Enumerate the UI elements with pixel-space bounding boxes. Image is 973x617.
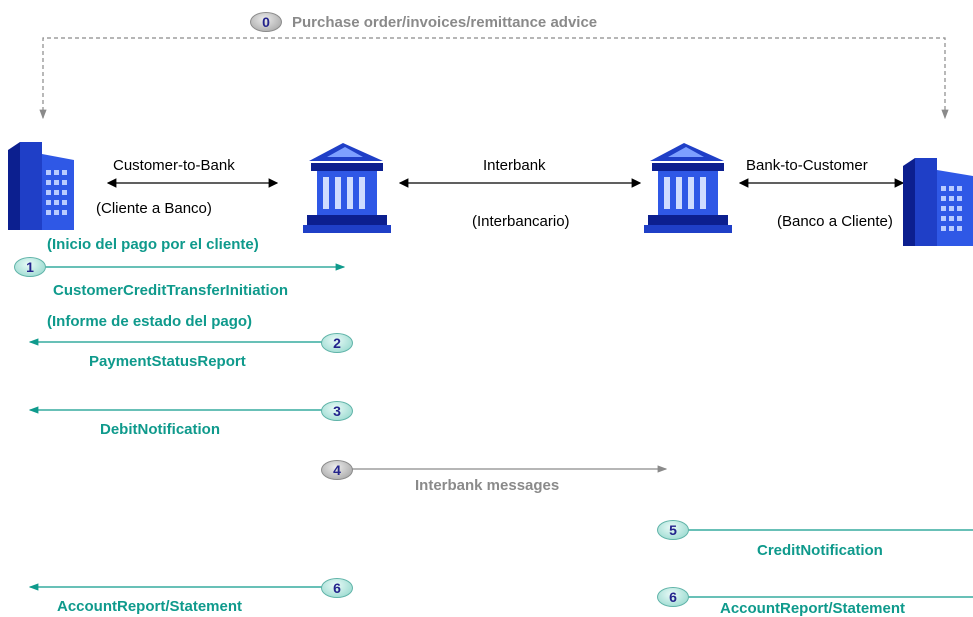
step-6-badge-right: 6	[657, 587, 689, 607]
msg1-note: (Inicio del pago por el cliente)	[47, 236, 259, 253]
purchase-order-dashed-line	[39, 37, 949, 120]
purchase-order-label: Purchase order/invoices/remittance advic…	[292, 14, 598, 31]
bank-building-icon	[303, 143, 391, 233]
step-2-badge: 2	[321, 333, 353, 353]
msg6-left-label: AccountReport/Statement	[57, 598, 243, 615]
step-0-badge: 0	[250, 12, 282, 32]
msg1-label: CustomerCreditTransferInitiation	[53, 282, 289, 299]
interbank-subtitle: (Interbancario)	[472, 213, 570, 230]
c2b-title: Customer-to-Bank	[113, 157, 235, 174]
msg6-right-label: AccountReport/Statement	[720, 600, 906, 617]
step-1-badge: 1	[14, 257, 46, 277]
step-6-badge-left: 6	[321, 578, 353, 598]
b2c-subtitle: (Banco a Cliente)	[777, 213, 893, 230]
office-building-icon	[903, 158, 973, 246]
msg3-label: DebitNotification	[100, 421, 220, 438]
bank-building-icon	[644, 143, 732, 233]
step-4-badge: 4	[321, 460, 353, 480]
msg2-label: PaymentStatusReport	[89, 353, 246, 370]
interbank-title: Interbank	[483, 157, 546, 174]
c2b-subtitle: (Cliente a Banco)	[96, 200, 212, 217]
b2c-title: Bank-to-Customer	[746, 157, 868, 174]
step-5-badge: 5	[657, 520, 689, 540]
msg4-label: Interbank messages	[415, 477, 560, 494]
step-3-badge: 3	[321, 401, 353, 421]
office-building-icon	[8, 142, 74, 230]
msg2-note: (Informe de estado del pago)	[47, 313, 253, 330]
msg5-label: CreditNotification	[757, 542, 883, 559]
